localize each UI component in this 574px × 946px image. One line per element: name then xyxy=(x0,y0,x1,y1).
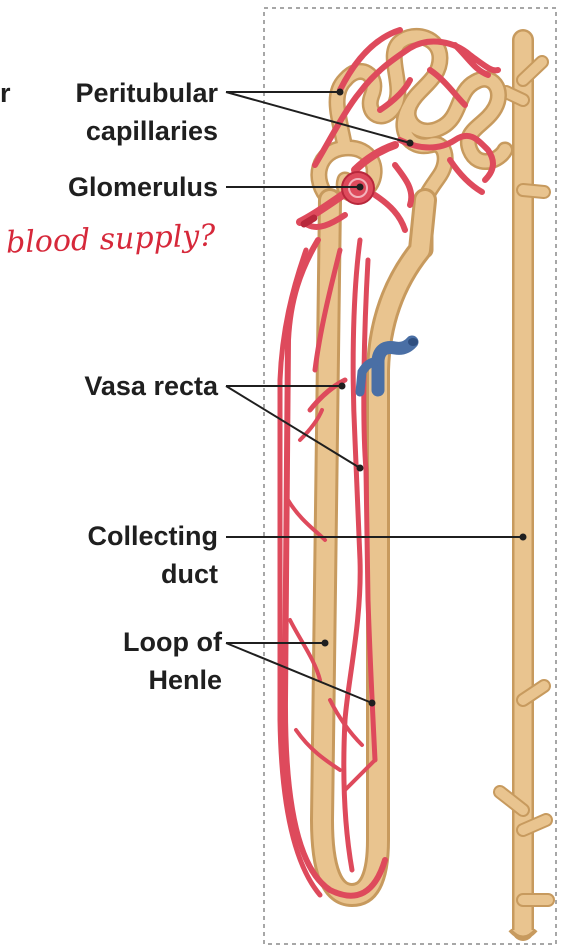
leader-vasa-recta-2 xyxy=(225,385,361,469)
label-glomerulus: Glomerulus xyxy=(67,172,218,202)
figure-frame xyxy=(263,7,557,945)
loop-of-henle xyxy=(310,188,437,907)
leader-peritubular-2 xyxy=(225,91,411,144)
label-cut-off: r xyxy=(0,78,11,108)
leader-dots xyxy=(321,88,527,707)
label-collecting-duct: Collecting duct xyxy=(87,517,218,593)
label-vasa-recta: Vasa recta xyxy=(84,371,218,401)
leader-loop-2 xyxy=(225,642,373,704)
label-loop-of-henle: Loop of Henle xyxy=(123,623,222,699)
label-peritubular-capillaries: Peritubular capillaries xyxy=(75,74,218,150)
label-collecting-line2: duct xyxy=(161,559,218,589)
collecting-duct xyxy=(493,29,555,941)
handwritten-annotation: blood supply? xyxy=(5,218,216,261)
label-peritubular-line1: Peritubular xyxy=(75,78,218,108)
label-loop-line2: Henle xyxy=(148,665,222,695)
vasa-recta-venous-end xyxy=(355,335,419,397)
label-peritubular-line2: capillaries xyxy=(85,116,218,146)
label-collecting-line1: Collecting xyxy=(87,521,218,551)
label-loop-line1: Loop of xyxy=(123,627,222,657)
leader-lines xyxy=(225,91,523,704)
